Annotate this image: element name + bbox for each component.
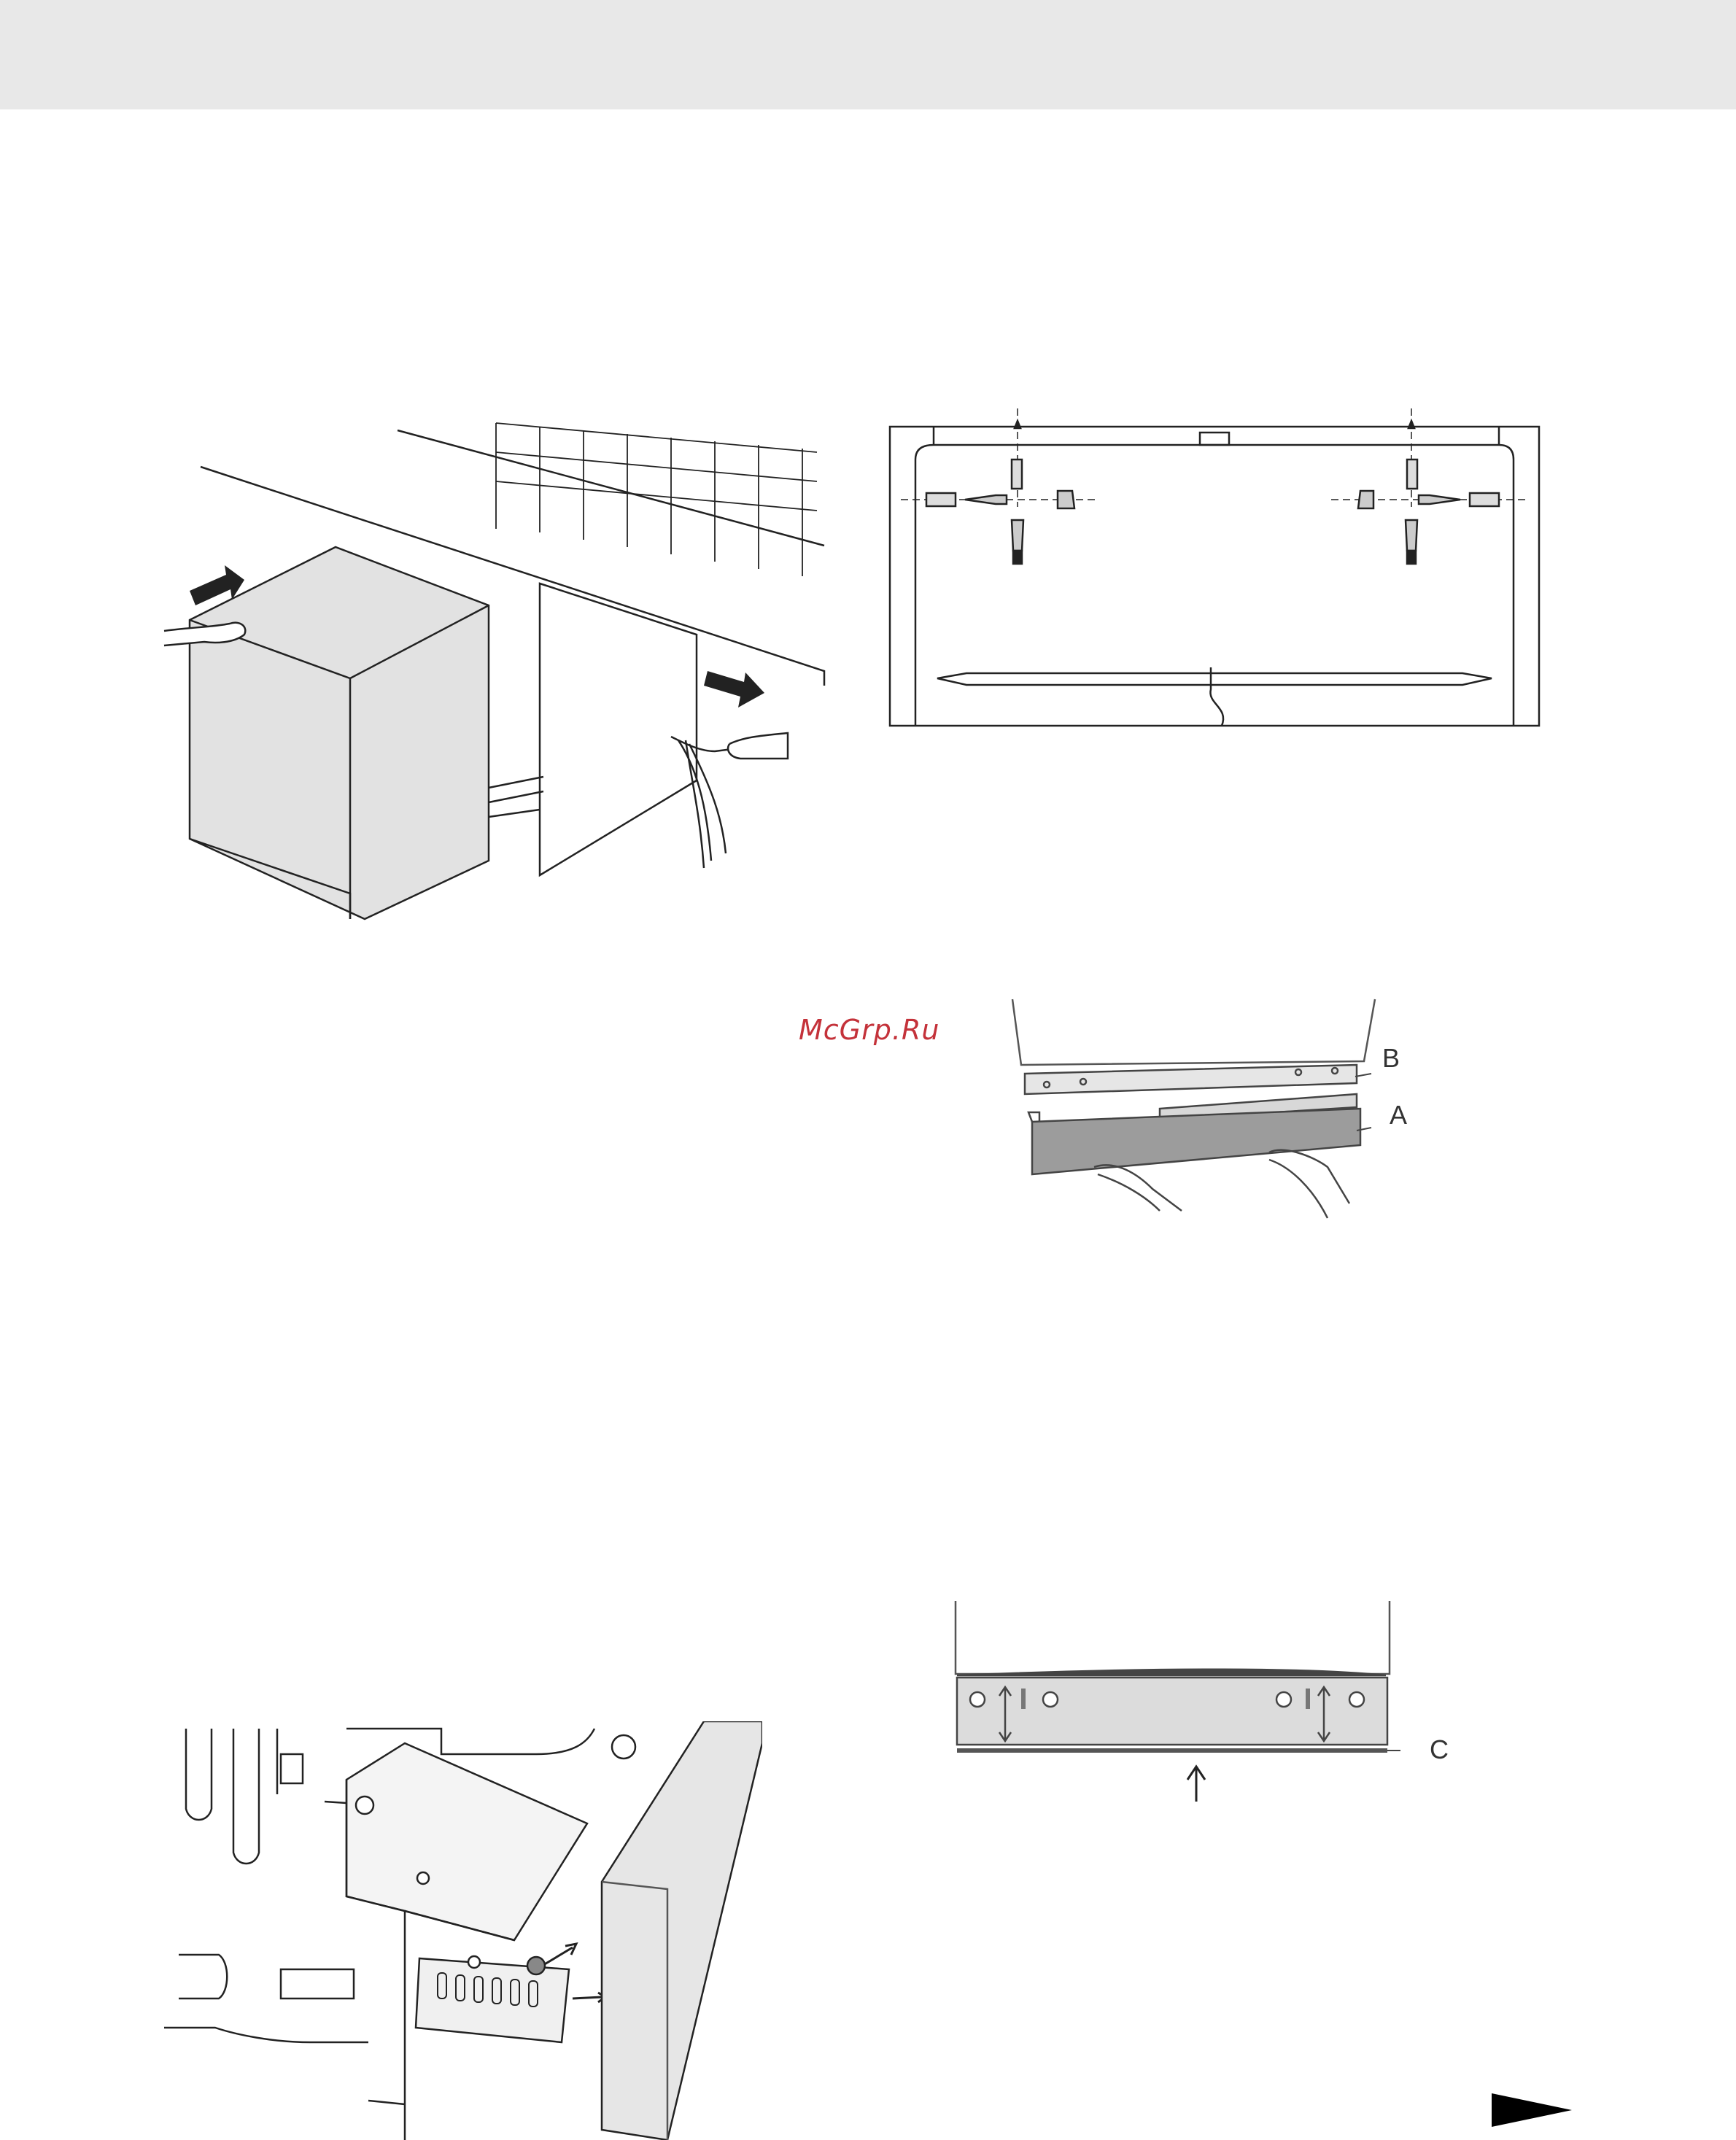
bolt-icon — [1012, 520, 1023, 551]
pull-cable-arrow-icon — [704, 671, 764, 707]
label-c: C — [1430, 1734, 1449, 1765]
bracket-b — [1025, 1065, 1357, 1094]
kickplate-a — [1032, 1109, 1360, 1174]
label-a: A — [1390, 1100, 1407, 1131]
figure-kickplate — [1007, 992, 1400, 1225]
seal-strip-c — [957, 1748, 1387, 1753]
label-b: B — [1382, 1043, 1400, 1074]
push-up-arrow-icon — [1187, 1767, 1205, 1802]
watermark: McGrp.Ru — [799, 1014, 939, 1046]
anchor-icon — [926, 493, 956, 506]
figure-bracket-adjust — [164, 1721, 762, 2140]
header-band — [0, 0, 1736, 109]
figure-mounting-brackets — [886, 405, 1543, 733]
dishwasher-body — [190, 547, 489, 919]
figure-seal-strip — [948, 1594, 1400, 1805]
figure-push-in — [146, 408, 839, 934]
next-page-arrow-icon[interactable] — [1492, 2093, 1572, 2130]
